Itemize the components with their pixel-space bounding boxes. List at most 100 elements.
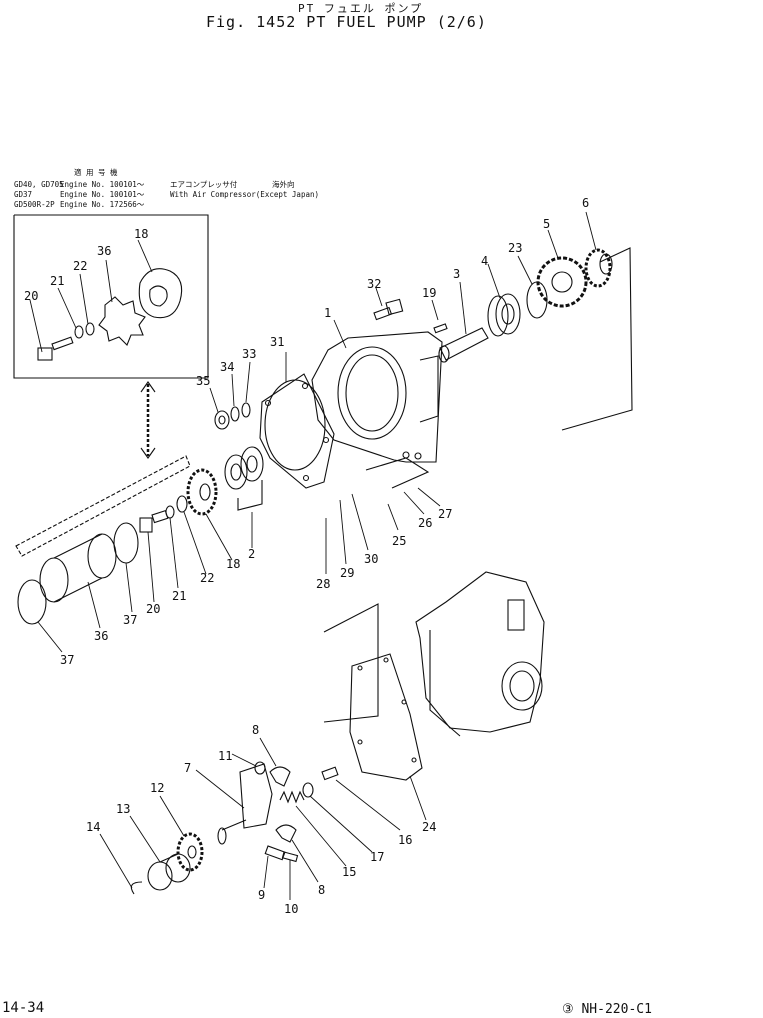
app-note2-1: 海外向: [272, 180, 295, 189]
leader-lines: [29, 211, 597, 900]
callout-37a: 37: [123, 613, 137, 627]
gasket-24: [349, 653, 423, 781]
callout-34: 34: [220, 360, 234, 374]
gear-12: [176, 832, 204, 872]
callout-24: 24: [422, 820, 436, 834]
callout-20b: 20: [146, 602, 160, 616]
double-arrow: [140, 381, 156, 459]
shaft-3: [438, 327, 489, 363]
inset-spider-36: [98, 296, 146, 346]
callout-19: 19: [422, 286, 436, 300]
belt: [15, 455, 191, 557]
sleeve-36: [39, 533, 117, 603]
bushing-13: [147, 853, 191, 891]
app-model-3: GD500R-2P: [14, 200, 55, 209]
callout-2: 2: [248, 547, 255, 561]
gear-6: [584, 248, 613, 288]
washer-34: [230, 406, 240, 422]
callout-22b: 22: [200, 571, 214, 585]
washer-17: [302, 782, 314, 798]
callout-10: 10: [284, 902, 298, 916]
callout-17: 17: [370, 850, 384, 864]
inset-bolt-20: [37, 336, 74, 361]
callout-32: 32: [367, 277, 381, 291]
nut-35: [214, 410, 230, 430]
gasket-bracket: [323, 603, 379, 723]
lever-8: [269, 766, 297, 843]
assembly-bracket-mid: [365, 457, 430, 489]
callout-22: 22: [73, 259, 87, 273]
pin-10: [281, 851, 299, 863]
callout-8a: 8: [252, 723, 259, 737]
inset-washer-22: [85, 322, 95, 336]
callout-5: 5: [543, 217, 550, 231]
callout-7: 7: [184, 761, 191, 775]
gasket-31: [259, 373, 335, 489]
callout-26: 26: [418, 516, 432, 530]
page-number: 14-34: [2, 1000, 45, 1016]
callout-15: 15: [342, 865, 356, 879]
callout-30: 30: [364, 552, 378, 566]
callout-31: 31: [270, 335, 284, 349]
callout-28: 28: [316, 577, 330, 591]
callout-21: 21: [50, 274, 64, 288]
callout-35: 35: [196, 374, 210, 388]
document-code: ③ NH-220-C1: [562, 1002, 652, 1017]
gear-18: [186, 468, 218, 516]
pump-body: [415, 571, 545, 737]
ring-14: [130, 881, 143, 895]
housing-7: [217, 763, 273, 845]
callout-11: 11: [218, 749, 232, 763]
callout-27: 27: [438, 507, 452, 521]
app-note-1: エアコンプレッサ付: [170, 180, 238, 189]
pin-9: [264, 845, 286, 861]
inset-box: [13, 214, 209, 379]
callout-1: 1: [324, 306, 331, 320]
app-engine-2: Engine No. 100101～: [60, 190, 145, 199]
callout-12: 12: [150, 781, 164, 795]
applicability-table: 適 用 号 機 GD40, GD705 Engine No. 100101～ エ…: [14, 168, 319, 282]
bolt-32: [373, 298, 404, 321]
callout-4: 4: [481, 254, 488, 268]
figure-title: Fig. 1452 PT FUEL PUMP (2/6): [206, 13, 487, 31]
assembly-bracket-right: [561, 247, 633, 431]
callout-33: 33: [242, 347, 256, 361]
app-engine-1: Engine No. 100101～: [60, 180, 145, 189]
callout-8b: 8: [318, 883, 325, 897]
applicability-heading: 適 用 号 機: [74, 168, 118, 177]
title-japanese: PT フュエル ポンプ: [298, 2, 424, 15]
callout-9: 9: [258, 888, 265, 902]
callout-6: 6: [582, 196, 589, 210]
plug-16: [321, 766, 339, 781]
callout-3: 3: [453, 267, 460, 281]
callout-23: 23: [508, 241, 522, 255]
seal-2: [224, 446, 264, 511]
callout-37b: 37: [60, 653, 74, 667]
snap-ring-37-lower: [17, 579, 47, 625]
housing-1: [311, 331, 443, 463]
callout-18: 18: [134, 227, 148, 241]
snap-ring-37-upper: [113, 522, 139, 564]
callout-18b: 18: [226, 557, 240, 571]
callout-36b: 36: [94, 629, 108, 643]
callout-20: 20: [24, 289, 38, 303]
gear-5: [536, 256, 588, 308]
inset-coupling-18: [138, 268, 183, 319]
inset-washer-21: [74, 325, 84, 339]
callout-13: 13: [116, 802, 130, 816]
callout-16: 16: [398, 833, 412, 847]
bearing-4: [487, 293, 521, 337]
callout-25: 25: [392, 534, 406, 548]
app-engine-3: Engine No. 172566～: [60, 200, 145, 209]
app-model-2: GD37: [14, 190, 33, 199]
washer-33: [241, 402, 251, 418]
callout-21b: 21: [172, 589, 186, 603]
washer-22: [176, 495, 188, 513]
callout-labels: 18 36 22 21 20 6 5 23 4 3 32 19 1 31 33 …: [24, 196, 589, 916]
spring-15: [279, 790, 305, 804]
callout-29: 29: [340, 566, 354, 580]
app-model-1: GD40, GD705: [14, 180, 64, 189]
bolt-20: [139, 509, 169, 533]
